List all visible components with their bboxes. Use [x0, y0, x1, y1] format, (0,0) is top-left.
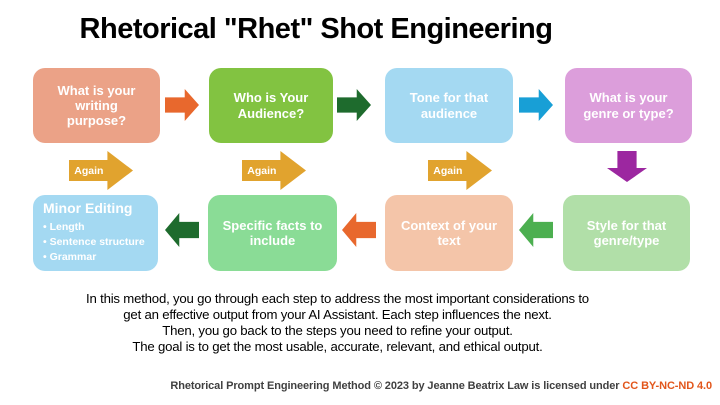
step-box-writing-purpose: What is your writing purpose? [33, 68, 160, 143]
license-text: Rhetorical Prompt Engineering Method © 2… [170, 380, 623, 392]
step-label: What is your genre or type? [583, 90, 674, 121]
editing-bullet-list: Length Sentence structure Grammar [43, 220, 145, 266]
arrow-left-icon [165, 213, 199, 247]
step-box-style: Style for that genre/type [563, 195, 690, 271]
again-arrow-icon: Again [69, 151, 133, 190]
page-title: Rhetorical "Rhet" Shot Engineering [79, 13, 553, 45]
step-box-minor-editing: Minor Editing Length Sentence structure … [33, 195, 158, 271]
bullet-item: Length [43, 220, 145, 235]
again-label: Again [433, 164, 463, 177]
step-box-context: Context of your text [385, 195, 513, 271]
method-description: In this method, you go through each step… [86, 291, 589, 354]
step-box-genre: What is your genre or type? [565, 68, 692, 143]
step-label: Specific facts to include [222, 217, 323, 248]
step-label: Who is Your Audience? [233, 90, 309, 121]
again-arrow-icon: Again [428, 151, 492, 190]
again-label: Again [247, 164, 277, 177]
arrow-right-icon [519, 89, 553, 121]
arrow-right-icon [337, 89, 371, 121]
step-label: Style for that genre/type [586, 217, 667, 248]
arrow-right-icon [165, 89, 199, 121]
bullet-item: Grammar [43, 250, 145, 265]
step-box-audience: Who is Your Audience? [209, 68, 333, 143]
step-label: What is your writing purpose? [57, 82, 136, 129]
arrow-down-icon [607, 151, 647, 182]
step-label: Tone for that audience [409, 90, 489, 121]
step-box-specific-facts: Specific facts to include [208, 195, 337, 271]
step-label: Minor Editing [43, 200, 133, 216]
license-link[interactable]: CC BY-NC-ND 4.0 [622, 380, 712, 392]
license-footer: Rhetorical Prompt Engineering Method © 2… [170, 380, 712, 392]
arrow-left-icon [342, 213, 376, 247]
step-box-tone: Tone for that audience [385, 68, 513, 143]
bullet-item: Sentence structure [43, 235, 145, 250]
step-label: Context of your text [400, 217, 498, 248]
again-label: Again [74, 164, 104, 177]
again-arrow-icon: Again [242, 151, 306, 190]
arrow-left-icon [519, 213, 553, 247]
